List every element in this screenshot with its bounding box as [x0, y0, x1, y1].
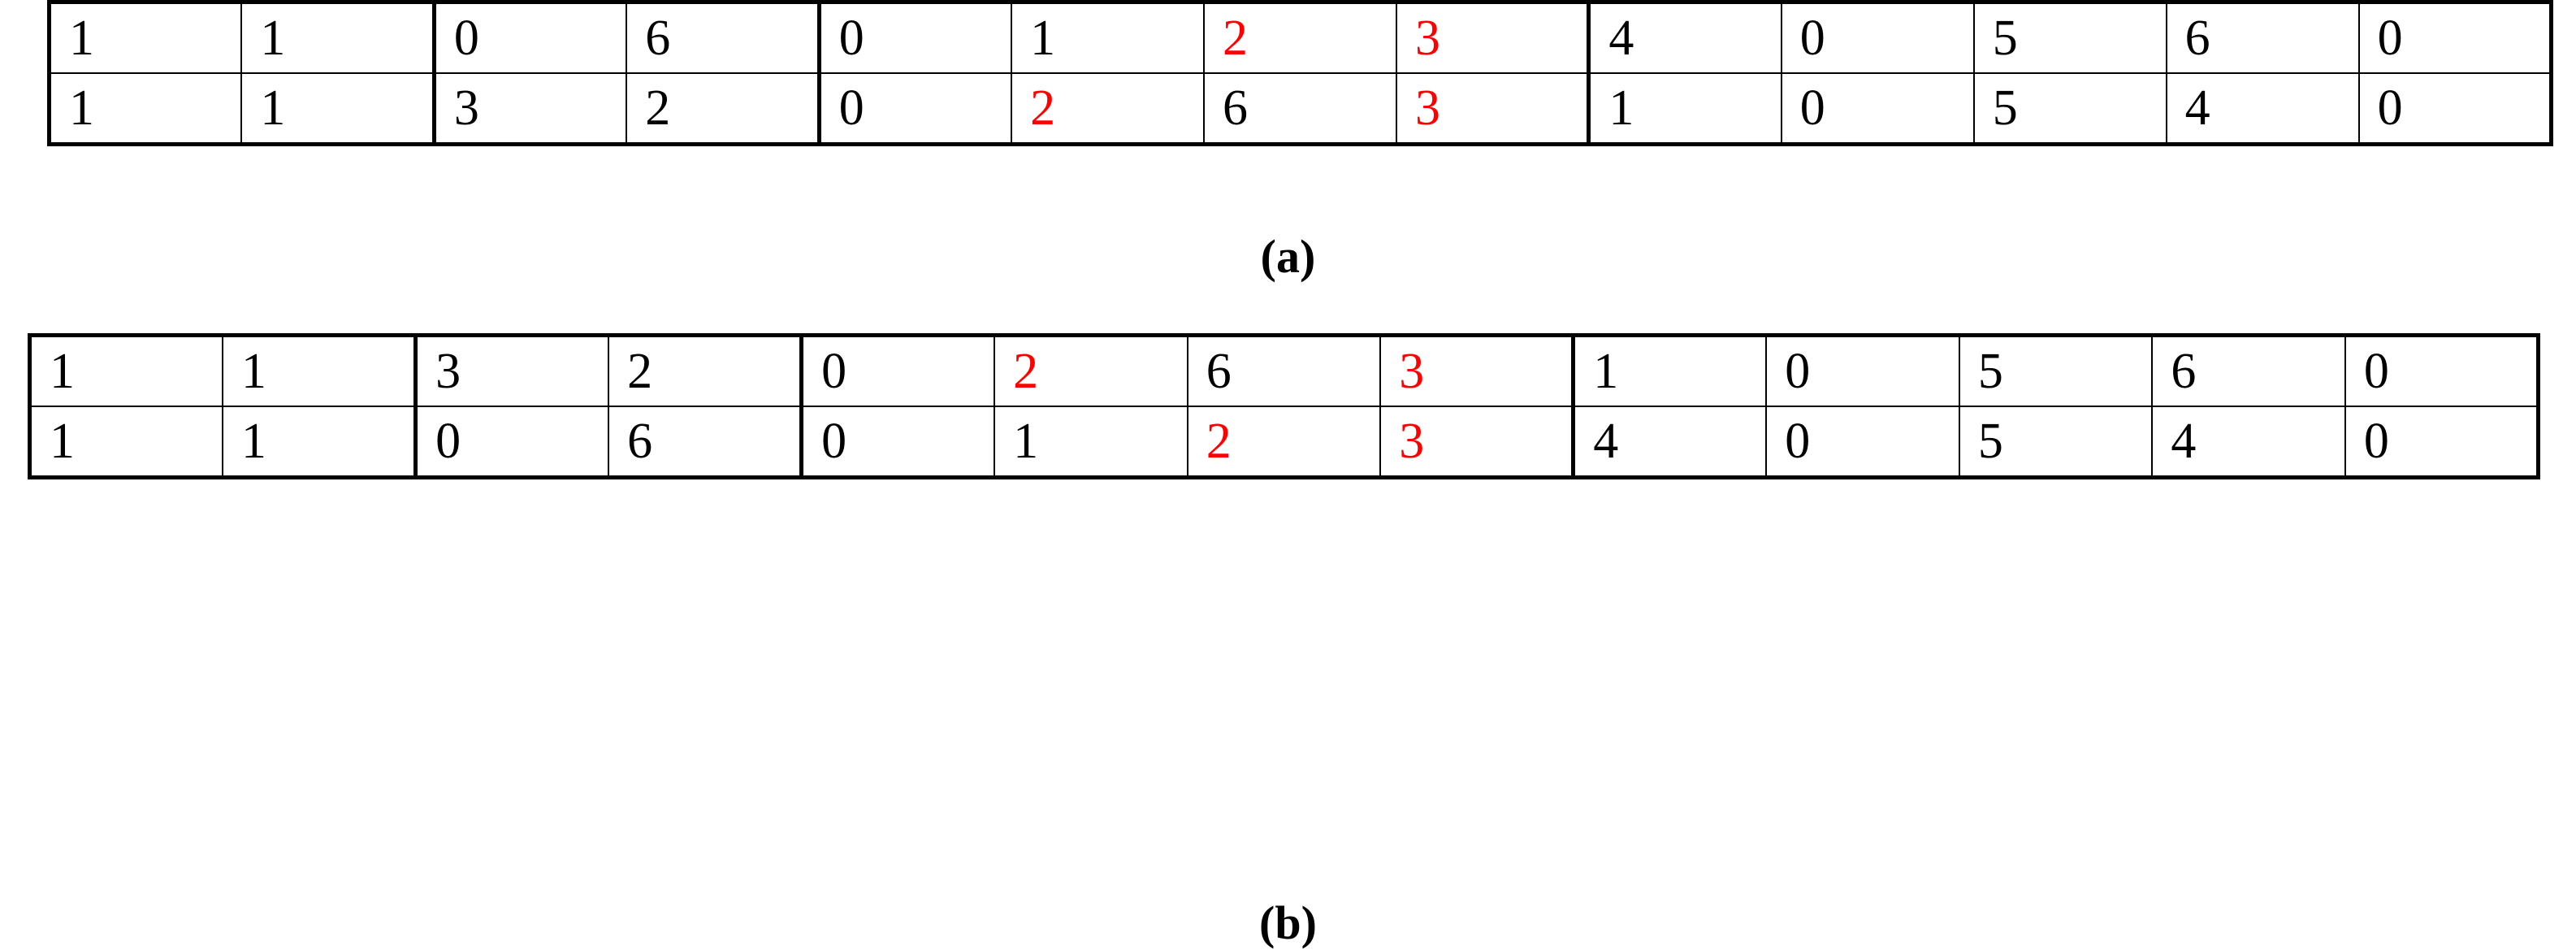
- grid-cell[interactable]: 5: [1972, 72, 2167, 146]
- grid-cell[interactable]: 0: [1780, 0, 1975, 74]
- grid-cell[interactable]: 0: [1765, 406, 1960, 479]
- grid-cell[interactable]: 3: [1395, 0, 1590, 74]
- grid-cell[interactable]: 1: [1587, 72, 1782, 146]
- grid-cell[interactable]: 1: [47, 72, 243, 146]
- grid-cell[interactable]: 2: [1203, 0, 1397, 74]
- grid-cell[interactable]: 2: [1011, 72, 1206, 146]
- grid-cell[interactable]: 0: [2344, 333, 2540, 407]
- grid-cell[interactable]: 1: [47, 0, 243, 74]
- grid-cell[interactable]: 6: [1186, 333, 1382, 407]
- grid-cell[interactable]: 6: [1203, 72, 1397, 146]
- grid-cell[interactable]: 3: [1379, 406, 1574, 479]
- grid-cell[interactable]: 0: [816, 72, 1013, 146]
- grid-cell[interactable]: 0: [816, 0, 1013, 74]
- grid-cell[interactable]: 0: [799, 406, 996, 479]
- grid-cell[interactable]: 4: [1587, 0, 1782, 74]
- grid-cell[interactable]: 0: [431, 0, 628, 74]
- grid-cell[interactable]: 1: [28, 406, 224, 479]
- grid-cell[interactable]: 2: [608, 333, 803, 407]
- grid-cell[interactable]: 4: [2165, 72, 2360, 146]
- grid-cell[interactable]: 1: [1571, 333, 1768, 407]
- grid-cell[interactable]: 3: [431, 72, 628, 146]
- grid-cell[interactable]: 4: [2151, 406, 2346, 479]
- grid-cell[interactable]: 5: [1958, 406, 2154, 479]
- grid-cell[interactable]: 6: [608, 406, 803, 479]
- grid-cell[interactable]: 1: [222, 333, 417, 407]
- grid-cell[interactable]: 6: [626, 0, 820, 74]
- grid-cell[interactable]: 6: [2165, 0, 2360, 74]
- grid-cell[interactable]: 0: [799, 333, 996, 407]
- grid-cell[interactable]: 1: [1011, 0, 1206, 74]
- grid-cell[interactable]: 5: [1972, 0, 2167, 74]
- grid-cell[interactable]: 0: [2357, 0, 2553, 74]
- grid-cell[interactable]: 3: [413, 333, 610, 407]
- grid-cell[interactable]: 5: [1958, 333, 2154, 407]
- grid-cell[interactable]: 0: [1765, 333, 1960, 407]
- grid-cell[interactable]: 1: [240, 72, 435, 146]
- grid-cell[interactable]: 2: [1186, 406, 1382, 479]
- grid-cell[interactable]: 1: [28, 333, 224, 407]
- grid-cell[interactable]: 0: [2357, 72, 2553, 146]
- grid-cell[interactable]: 2: [994, 333, 1188, 407]
- grid-cell[interactable]: 0: [413, 406, 610, 479]
- grid-cell[interactable]: 0: [2344, 406, 2540, 479]
- panel-caption-a: (a): [1260, 230, 1316, 283]
- grid-cell[interactable]: 0: [1780, 72, 1975, 146]
- grid-cell[interactable]: 6: [2151, 333, 2346, 407]
- grid-cell[interactable]: 1: [240, 0, 435, 74]
- grid-cell[interactable]: 2: [626, 72, 820, 146]
- grid-cell[interactable]: 3: [1379, 333, 1574, 407]
- grid-cell[interactable]: 1: [222, 406, 417, 479]
- grid-cell[interactable]: 4: [1571, 406, 1768, 479]
- grid-cell[interactable]: 1: [994, 406, 1188, 479]
- panel-caption-b: (b): [1259, 896, 1317, 949]
- grid-cell[interactable]: 3: [1395, 72, 1590, 146]
